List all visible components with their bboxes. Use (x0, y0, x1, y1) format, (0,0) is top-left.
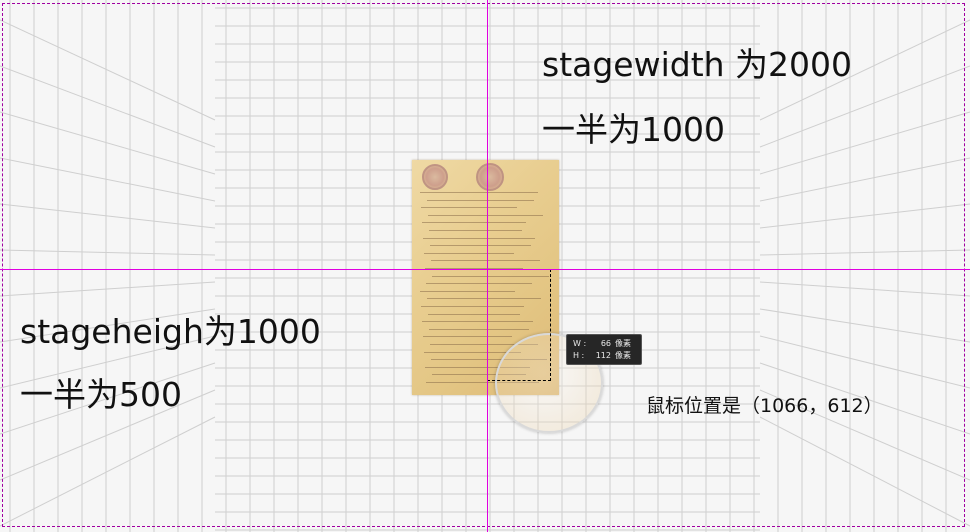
annotation-half-height: 一半为500 (20, 375, 182, 414)
ink-line (421, 207, 517, 209)
ink-line (430, 245, 531, 247)
canvas-bounds (2, 3, 965, 527)
ink-line (432, 275, 549, 277)
annotation-stage-height: stageheigh为1000 (20, 312, 321, 351)
ink-line (423, 237, 535, 239)
width-value: 66 (600, 339, 611, 348)
ink-line (424, 252, 514, 254)
ink-line (422, 222, 526, 224)
ink-line (425, 268, 523, 269)
ink-line (424, 351, 521, 353)
ink-line (420, 290, 515, 292)
ink-line (427, 199, 534, 201)
ink-line (420, 192, 538, 193)
annotation-stage-width: stagewidth 为2000 (542, 45, 853, 84)
annotation-half-width: 一半为1000 (542, 110, 725, 149)
guide-horizontal[interactable] (0, 269, 970, 270)
seal-stamp-left (422, 164, 448, 190)
ink-line (426, 382, 539, 383)
ink-line (421, 306, 524, 307)
ink-line (425, 366, 530, 368)
annotation-mouse-position: 鼠标位置是（1066，612） (646, 395, 883, 417)
measurement-tooltip: W : 66 像素 H : 112 像素 (566, 334, 642, 365)
width-label: W : (573, 339, 587, 348)
marquee-selection[interactable] (487, 269, 551, 381)
ink-line (432, 374, 526, 376)
seal-stamp-center (476, 163, 504, 191)
ink-line (428, 214, 543, 216)
ink-line (431, 260, 540, 262)
ink-line (428, 313, 520, 315)
height-label: H : (573, 351, 585, 360)
guide-vertical[interactable] (487, 0, 488, 532)
ink-line (430, 344, 538, 345)
ink-line (431, 359, 547, 361)
ink-line (429, 230, 522, 231)
magnifier-loupe (495, 333, 603, 433)
ink-line (426, 283, 532, 285)
ink-line (423, 336, 512, 338)
ink-line (427, 298, 541, 300)
height-value: 112 (595, 351, 611, 360)
width-unit: 像素 (615, 339, 631, 348)
ink-line (429, 328, 529, 330)
height-unit: 像素 (615, 351, 631, 360)
ink-line (422, 321, 533, 323)
